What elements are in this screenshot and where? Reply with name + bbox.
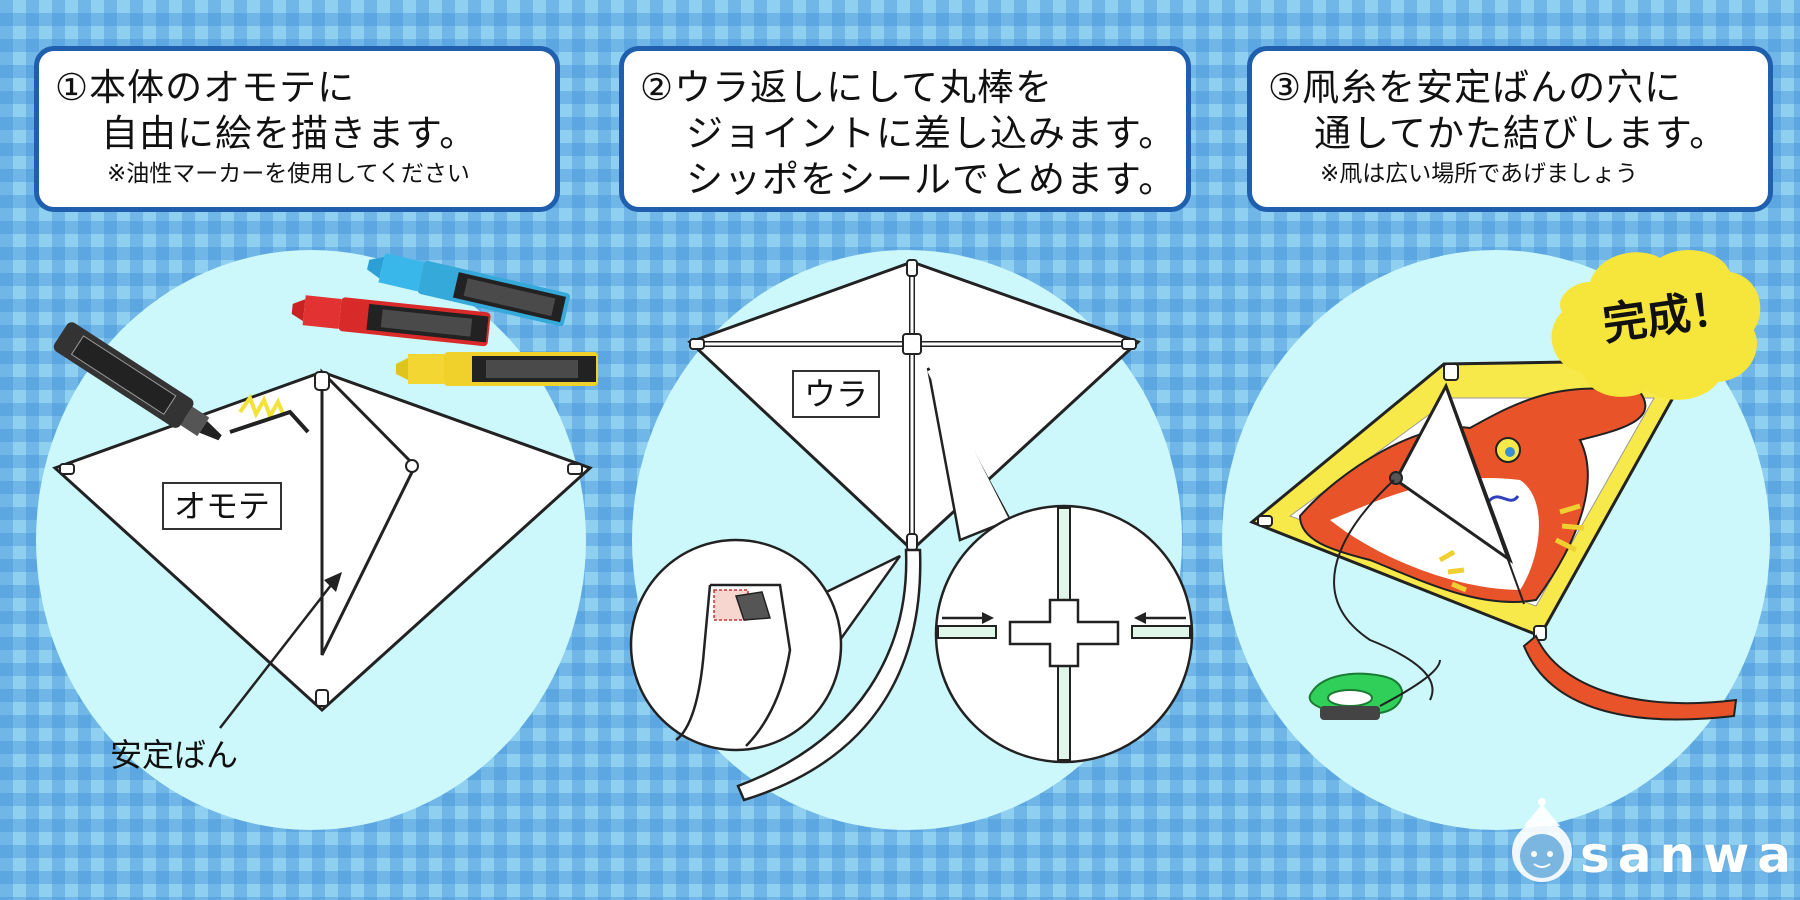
back-kite xyxy=(687,259,1141,802)
finished-kite xyxy=(1249,358,1738,721)
step-3-box: ③凧糸を安定ばんの穴に 通してかた結びします。 ※凧は広い場所であげましょう xyxy=(1247,46,1773,212)
stabilizer-label: 安定ばん xyxy=(110,736,239,774)
step-1-note: ※油性マーカーを使用してください xyxy=(107,161,470,187)
step-3-line2: 通してかた結びします。 xyxy=(1314,112,1728,155)
step-1-line1: ①本体のオモテに xyxy=(55,66,356,109)
step-2-line2: ジョイントに差し込みます。 xyxy=(686,112,1177,155)
red-marker-icon xyxy=(291,295,491,347)
sanwa-logo-icon xyxy=(1512,798,1572,882)
step-3-line1: ③凧糸を安定ばんの穴に xyxy=(1268,66,1683,109)
black-marker-icon xyxy=(53,322,222,441)
tail-seal-zoom-callout xyxy=(629,538,902,752)
kansei-bubble xyxy=(1551,249,1761,400)
back-label: ウラ xyxy=(792,370,881,418)
string-winder-icon xyxy=(1308,659,1441,720)
stabilizer-arrow-head xyxy=(324,572,342,592)
step-3-note: ※凧は広い場所であげましょう xyxy=(1320,161,1639,187)
joint-zoom-callout xyxy=(926,367,1194,764)
step-2-box: ②ウラ返しにして丸棒を ジョイントに差し込みます。 シッポをシールでとめます。 xyxy=(619,46,1191,212)
front-kite xyxy=(52,368,593,713)
sanwa-logo-text: sanwa xyxy=(1580,826,1800,884)
front-label: オモテ xyxy=(162,482,283,530)
yellow-marker-icon xyxy=(396,352,598,386)
stabilizer-pointer-line xyxy=(219,579,336,729)
step-2-line1: ②ウラ返しにして丸棒を xyxy=(640,66,1054,109)
step-2-line3: シッポをシールでとめます。 xyxy=(686,158,1177,201)
step-1-line2: 自由に絵を描きます。 xyxy=(101,112,478,155)
blue-marker-icon xyxy=(367,253,570,327)
step-1-box: ①本体のオモテに 自由に絵を描きます。 ※油性マーカーを使用してください xyxy=(34,46,560,212)
